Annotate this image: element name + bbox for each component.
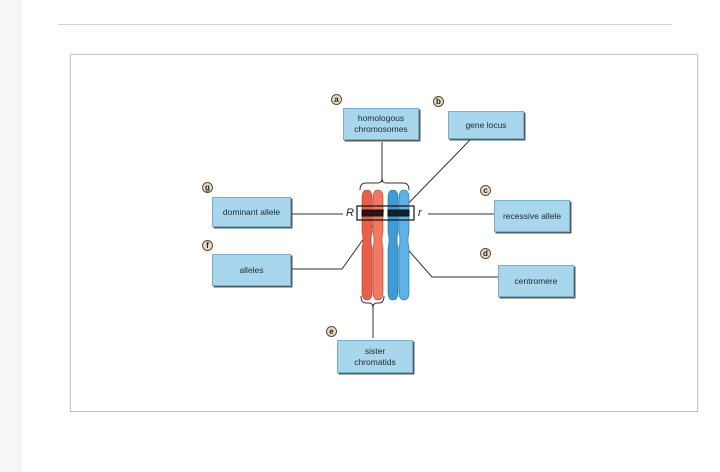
blue-chromatid-right [398,189,410,301]
gene-locus-band [356,205,415,221]
dominant-allele-symbol: R [346,207,354,219]
badge-e: e [326,326,337,337]
red-chromosome [361,189,384,301]
label-homologous-line1: homologous [357,113,405,123]
badge-g: g [202,182,213,193]
label-recessive-allele-text: recessive allele [502,210,562,221]
label-recessive-allele: recessive allele [494,200,570,232]
recessive-allele-symbol: r [418,207,422,219]
label-alleles: alleles [212,254,291,286]
badge-d: d [480,248,491,259]
leader-line-gene-locus [399,139,471,213]
homologous-bracket [359,177,410,191]
label-dominant-allele-text: dominant allele [222,206,281,217]
left-margin-strip [0,0,22,472]
label-homologous-line2: chromosomes [354,124,408,134]
label-gene-locus-text: gene locus [465,119,507,130]
leader-line-centromere [402,243,498,278]
label-dominant-allele: dominant allele [212,197,291,227]
blue-chromosome [387,189,410,301]
label-alleles-text: alleles [239,264,264,275]
label-centromere-text: centromere [514,275,558,286]
label-gene-locus: gene locus [448,111,524,139]
badge-f: f [202,240,213,251]
badge-c: c [480,185,491,196]
label-sister-line1: sister [364,345,386,356]
label-centromere: centromere [498,265,574,297]
label-sister-line2: chromatids [354,356,396,367]
red-chromatid-left [361,189,373,301]
red-chromatid-right [372,189,384,301]
sister-chromatids-bracket [360,295,385,309]
badge-b: b [433,96,444,107]
badge-a: a [331,94,342,105]
label-homologous-chromosomes: homologous chromosomes [343,108,419,140]
blue-chromatid-left [387,189,399,301]
label-sister-chromatids: sister chromatids [337,340,413,373]
top-divider [58,24,672,25]
